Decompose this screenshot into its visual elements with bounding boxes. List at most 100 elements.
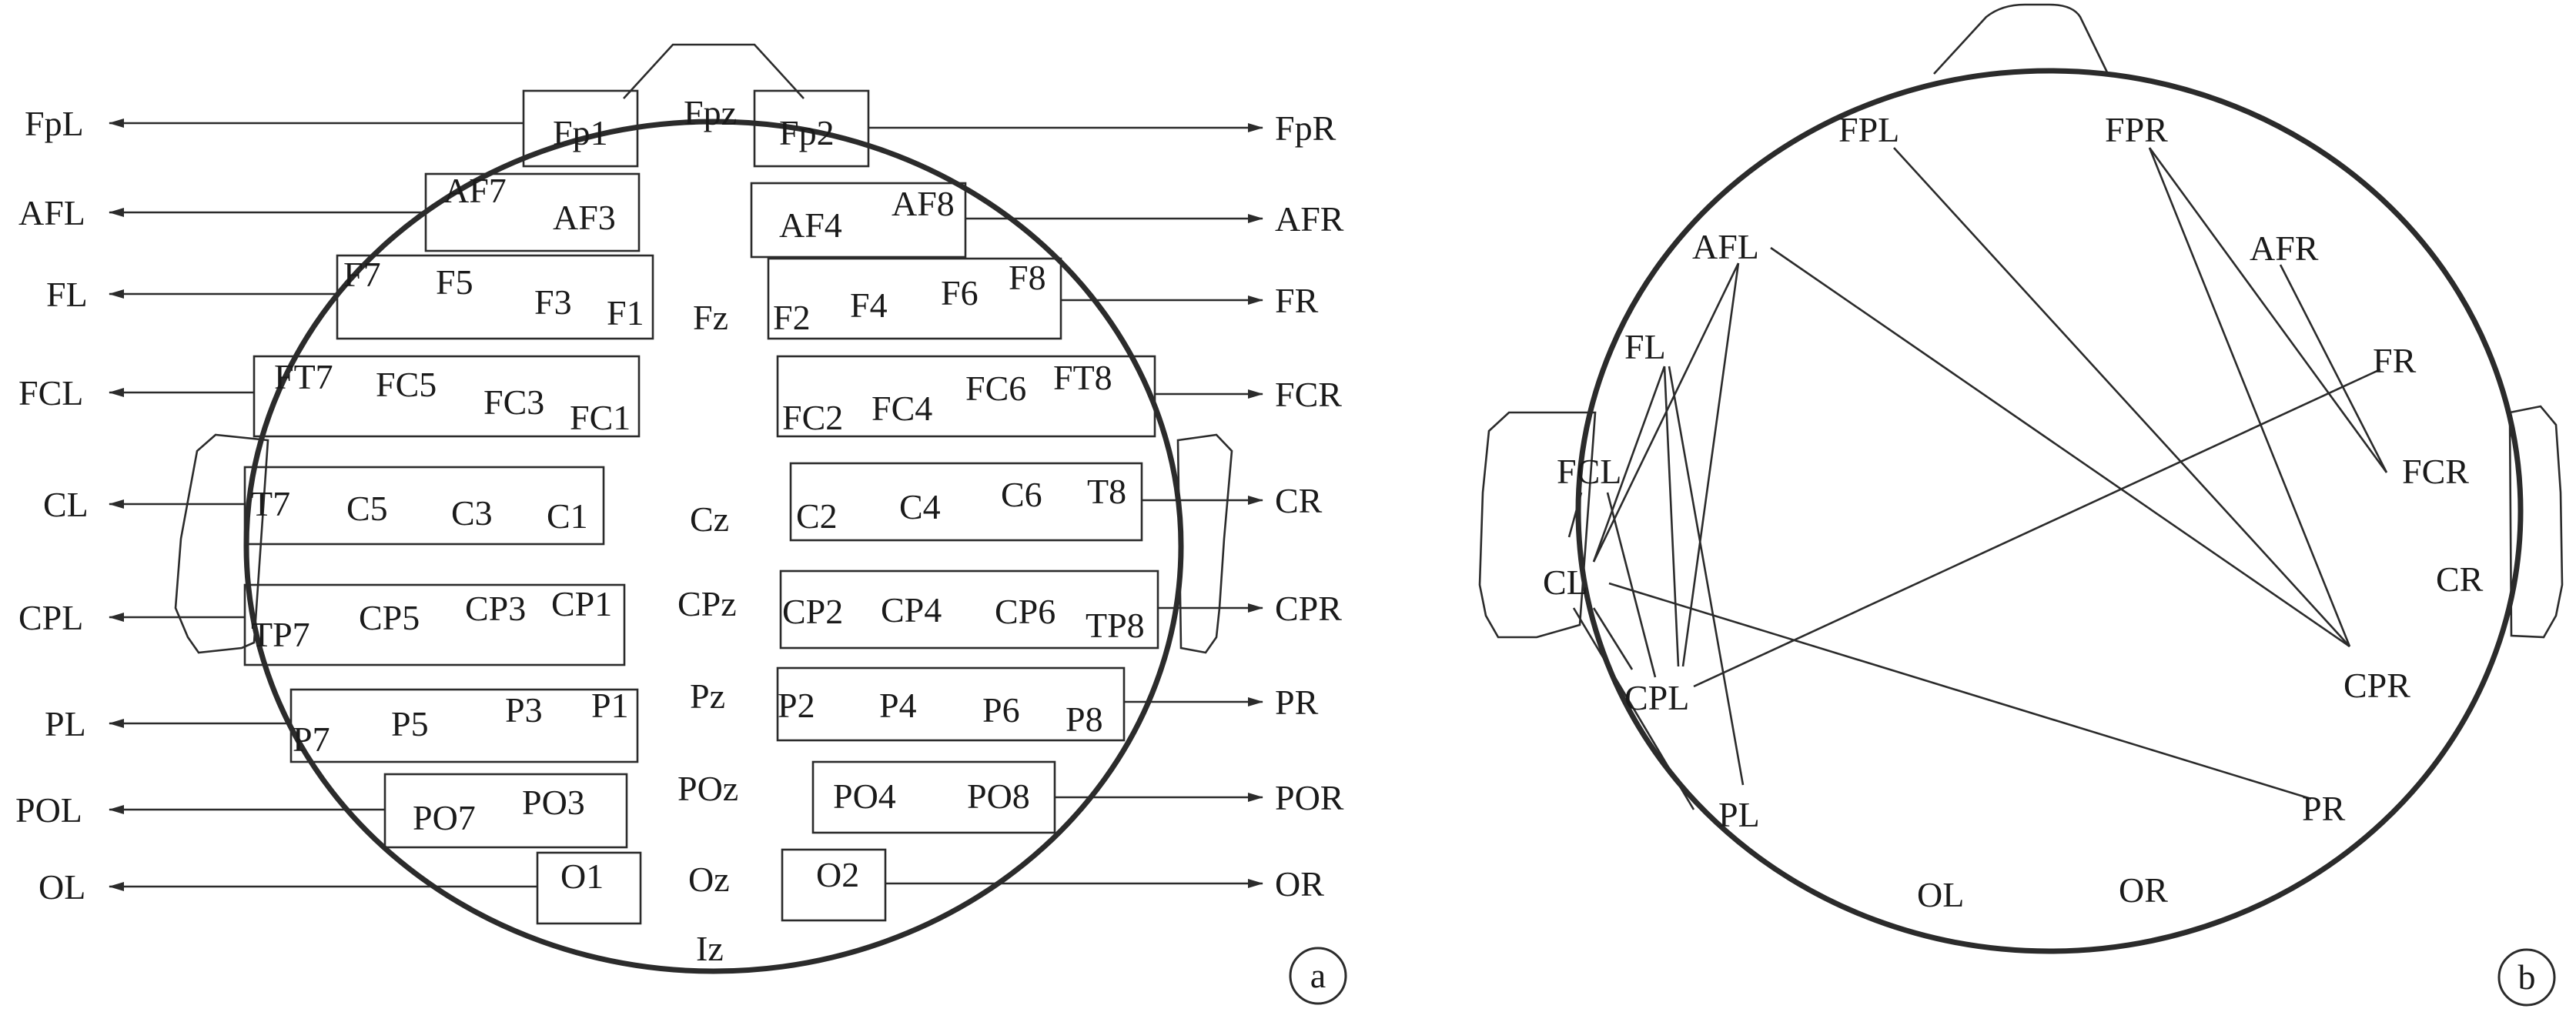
region-fcl: FCL: [1557, 452, 1621, 491]
region-fpl: FPL: [1838, 110, 1899, 149]
region-or: OR: [2119, 870, 2168, 910]
panel-b-badge: [2497, 948, 2556, 1007]
electrode-cp3: CP3: [465, 589, 526, 628]
electrode-p7: P7: [293, 720, 330, 759]
box-cpl: [243, 583, 626, 666]
electrode-fc5: FC5: [376, 365, 437, 404]
left-group-labels: FpL AFL FL FCL CL CPL PL POL OL: [15, 104, 89, 907]
conn-fpr-fcr: [2148, 147, 2388, 473]
head-outline-a: [243, 119, 1184, 974]
electrode-af3: AF3: [553, 198, 616, 237]
conn-afl-cpl: [1681, 262, 1740, 667]
box-or: [781, 848, 887, 922]
electrode-po8: PO8: [967, 777, 1030, 816]
electrode-t7: T7: [251, 484, 290, 523]
group-fcr: FCR: [1275, 375, 1342, 414]
conn-cl-pl: [1572, 607, 1695, 810]
electrode-c1: C1: [547, 496, 588, 536]
electrode-c4: C4: [899, 487, 941, 526]
region-fcr: FCR: [2402, 452, 2469, 491]
electrode-f7: F7: [343, 255, 381, 294]
group-arrows: [109, 119, 1263, 891]
region-fpr: FPR: [2105, 110, 2168, 149]
electrode-fc3: FC3: [483, 382, 544, 422]
electrode-fp1: Fp1: [553, 113, 608, 152]
electrode-cp5: CP5: [359, 598, 420, 637]
left-ear-b: [1478, 411, 1597, 639]
electrode-oz: Oz: [688, 860, 730, 899]
conn-fl-pl: [1668, 366, 1745, 786]
group-fpl: FpL: [25, 104, 84, 143]
electrode-c2: C2: [796, 496, 838, 536]
box-pol: [383, 773, 628, 849]
electrode-labels: Fp1 Fpz Fp2 AF7 AF3 AF4 AF8 F7 F5 F3 F1 …: [251, 93, 1145, 968]
electrode-fpz: Fpz: [684, 93, 737, 132]
region-cl: CL: [1543, 563, 1588, 602]
electrode-p4: P4: [879, 686, 917, 725]
electrode-po4: PO4: [833, 777, 896, 816]
electrode-pz: Pz: [690, 676, 725, 716]
electrode-t8: T8: [1087, 472, 1126, 511]
right-ear-a: [1176, 433, 1233, 654]
electrode-p3: P3: [505, 690, 543, 730]
group-cpr: CPR: [1275, 589, 1342, 628]
box-afr: [750, 182, 967, 259]
conn-fcl-cl: [1567, 492, 1583, 538]
electrode-p5: P5: [391, 704, 429, 743]
electrode-cpz: CPz: [677, 584, 737, 623]
electrode-af7: AF7: [443, 171, 507, 210]
group-fr: FR: [1275, 281, 1319, 320]
electrode-o1: O1: [560, 857, 604, 896]
group-pol: POL: [15, 790, 82, 830]
electrode-tp8: TP8: [1086, 606, 1145, 645]
electrode-f6: F6: [941, 273, 979, 312]
electrode-p1: P1: [591, 686, 629, 725]
electrode-f2: F2: [773, 298, 811, 337]
box-cpr: [779, 569, 1159, 650]
region-afl: AFL: [1692, 227, 1759, 266]
electrode-tp7: TP7: [251, 615, 310, 654]
box-cr: [789, 462, 1143, 542]
group-fl: FL: [46, 275, 88, 314]
group-pl: PL: [45, 704, 86, 743]
box-fcr: [776, 355, 1156, 438]
electrode-iz: Iz: [696, 929, 724, 968]
region-fl: FL: [1624, 327, 1666, 366]
electrode-p2: P2: [778, 686, 815, 725]
electrode-fc1: FC1: [570, 398, 631, 437]
panel-b-badge-label: b: [2518, 957, 2536, 997]
box-fp1: [522, 89, 639, 168]
group-cl: CL: [43, 485, 89, 524]
region-afr: AFR: [2250, 229, 2319, 268]
electrode-f1: F1: [607, 293, 644, 332]
conn-fl-cpl: [1663, 366, 1680, 667]
electrode-p8: P8: [1066, 700, 1103, 739]
electrode-fc6: FC6: [965, 369, 1026, 408]
electrode-cp4: CP4: [881, 590, 942, 630]
region-cr: CR: [2436, 559, 2484, 599]
electrode-af8: AF8: [892, 184, 955, 223]
group-por: POR: [1275, 778, 1344, 817]
group-afl: AFL: [18, 193, 85, 232]
nose-b: [1933, 3, 2109, 75]
region-cpr: CPR: [2343, 666, 2410, 705]
box-ol: [536, 851, 642, 925]
conn-afr-fcr: [2279, 264, 2388, 473]
electrode-o2: O2: [816, 855, 859, 894]
electrode-c3: C3: [451, 493, 493, 533]
electrode-cp6: CP6: [995, 592, 1055, 631]
electrode-fc2: FC2: [782, 398, 843, 437]
electrode-po7: PO7: [413, 798, 476, 837]
group-ol: OL: [38, 867, 85, 907]
electrode-p6: P6: [982, 690, 1020, 730]
electrode-group-boxes: [243, 89, 1159, 925]
conn-fcl-cpl: [1606, 492, 1657, 678]
right-group-labels: FpR AFR FR FCR CR CPR PR POR OR: [1275, 109, 1344, 903]
electrode-ft7: FT7: [274, 357, 333, 396]
conn-fpl-cpr: [1893, 147, 2350, 647]
electrode-po3: PO3: [522, 783, 585, 822]
box-fl: [336, 254, 654, 340]
electrode-af4: AF4: [779, 205, 842, 245]
group-cpl: CPL: [18, 598, 83, 637]
electrode-cz: Cz: [690, 499, 729, 539]
